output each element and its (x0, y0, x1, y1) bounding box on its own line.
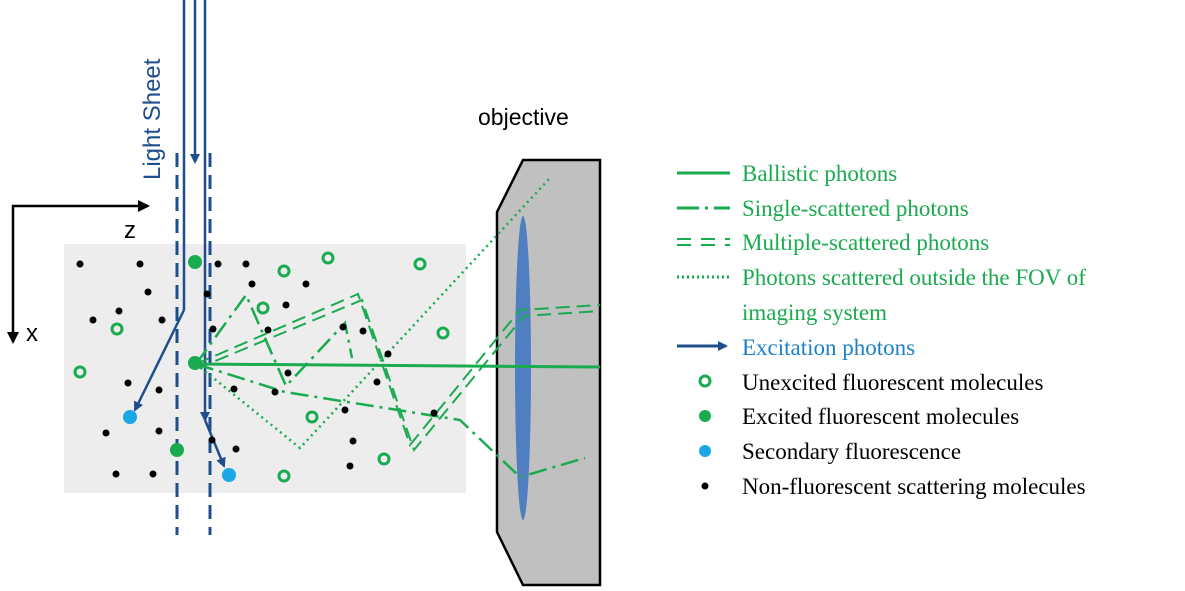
nonfluor-molecule (158, 316, 166, 324)
legend-label-unexcited: Unexcited fluorescent molecules (742, 370, 1043, 395)
excitation-scatter-2 (203, 419, 226, 468)
secondary-molecule (123, 410, 137, 424)
legend-label-excitation: Excitation photons (742, 335, 915, 360)
unexcited-molecule (110, 322, 124, 336)
light-sheet-label: Light Sheet (139, 58, 166, 180)
unexcited-molecule (277, 469, 291, 483)
nonfluor-molecule (271, 388, 279, 396)
legend-label-multiple: Multiple-scattered photons (742, 230, 989, 255)
nonfluor-molecule (203, 290, 211, 298)
nonfluor-molecule (209, 325, 217, 333)
nonfluor-molecule (384, 350, 392, 358)
unexcited-molecule (377, 452, 391, 466)
excited-molecules (170, 255, 202, 457)
unexcited-molecule (305, 410, 319, 424)
legend-label-ballistic: Ballistic photons (742, 161, 897, 186)
legend-label-single: Single-scattered photons (742, 196, 969, 221)
outside-fov-path (195, 177, 551, 450)
nonfluor-molecule (339, 323, 347, 331)
nonfluor-molecule (359, 327, 367, 335)
nonfluor-molecule (242, 260, 250, 268)
legend-swatch-nonfluor (701, 482, 709, 490)
nonfluor-molecule (349, 437, 357, 445)
nonfluor-molecule (115, 307, 123, 315)
legend-label-excited: Excited fluorescent molecules (742, 404, 1019, 429)
ballistic-path (195, 362, 601, 369)
excitation-scatter-1 (133, 309, 186, 412)
legend-swatch-unexcited (698, 374, 712, 388)
nonfluor-molecule (102, 429, 110, 437)
legend-label-outside: Photons scattered outside the FOV of (742, 265, 1086, 290)
nonfluor-molecules (76, 260, 438, 478)
nonfluor-molecule (248, 280, 256, 288)
single-scattered-path (195, 362, 586, 479)
multiple-scattered-path-a (195, 292, 601, 448)
legend-label-outside-line2: imaging system (742, 300, 887, 325)
axis-x-label: x (26, 320, 38, 347)
excited-molecule (170, 443, 184, 457)
unexcited-molecule (321, 251, 335, 265)
nonfluor-molecule (302, 280, 310, 288)
nonfluor-molecule (155, 386, 163, 394)
sample-region (64, 244, 466, 493)
unexcited-molecules (73, 251, 450, 483)
excited-molecule (188, 356, 202, 370)
nonfluor-molecule (430, 409, 438, 417)
nonfluor-molecule (341, 406, 349, 414)
legend-swatch-secondary (699, 445, 711, 457)
secondary-molecules (123, 410, 236, 482)
nonfluor-molecule (76, 260, 84, 268)
nonfluor-molecule (144, 288, 152, 296)
secondary-molecule (222, 468, 236, 482)
lens (515, 216, 531, 520)
excited-molecule (188, 255, 202, 269)
legend-label-nonfluor: Non-fluorescent scattering molecules (742, 474, 1086, 499)
nonfluor-molecule (149, 470, 157, 478)
objective-housing (495, 158, 602, 587)
nonfluor-molecule (124, 379, 132, 387)
nonfluor-molecule (214, 260, 222, 268)
legend-swatch-excited (699, 410, 711, 422)
nonfluor-molecule (136, 260, 144, 268)
nonfluor-molecule (230, 385, 238, 393)
legend-label-secondary: Secondary fluorescence (742, 439, 961, 464)
nonfluor-molecule (208, 436, 216, 444)
unexcited-molecule (413, 257, 427, 271)
nonfluor-molecule (232, 445, 240, 453)
nonfluor-molecule (373, 378, 381, 386)
axis-z-label: z (124, 217, 136, 244)
nonfluor-molecule (112, 470, 120, 478)
unexcited-molecule (73, 365, 87, 379)
unexcited-molecule (256, 301, 270, 315)
legend: Ballistic photons Single-scattered photo… (677, 161, 1086, 499)
objective-label: objective (478, 104, 569, 130)
nonfluor-molecule (284, 369, 292, 377)
nonfluor-molecule (264, 326, 272, 334)
nonfluor-molecule (346, 462, 354, 470)
nonfluor-molecule (155, 427, 163, 435)
unexcited-molecule (436, 326, 450, 340)
multiple-scattered-path-b (195, 298, 601, 453)
nonfluor-molecule (282, 301, 290, 309)
nonfluor-molecule (89, 316, 97, 324)
unexcited-molecule (277, 264, 291, 278)
